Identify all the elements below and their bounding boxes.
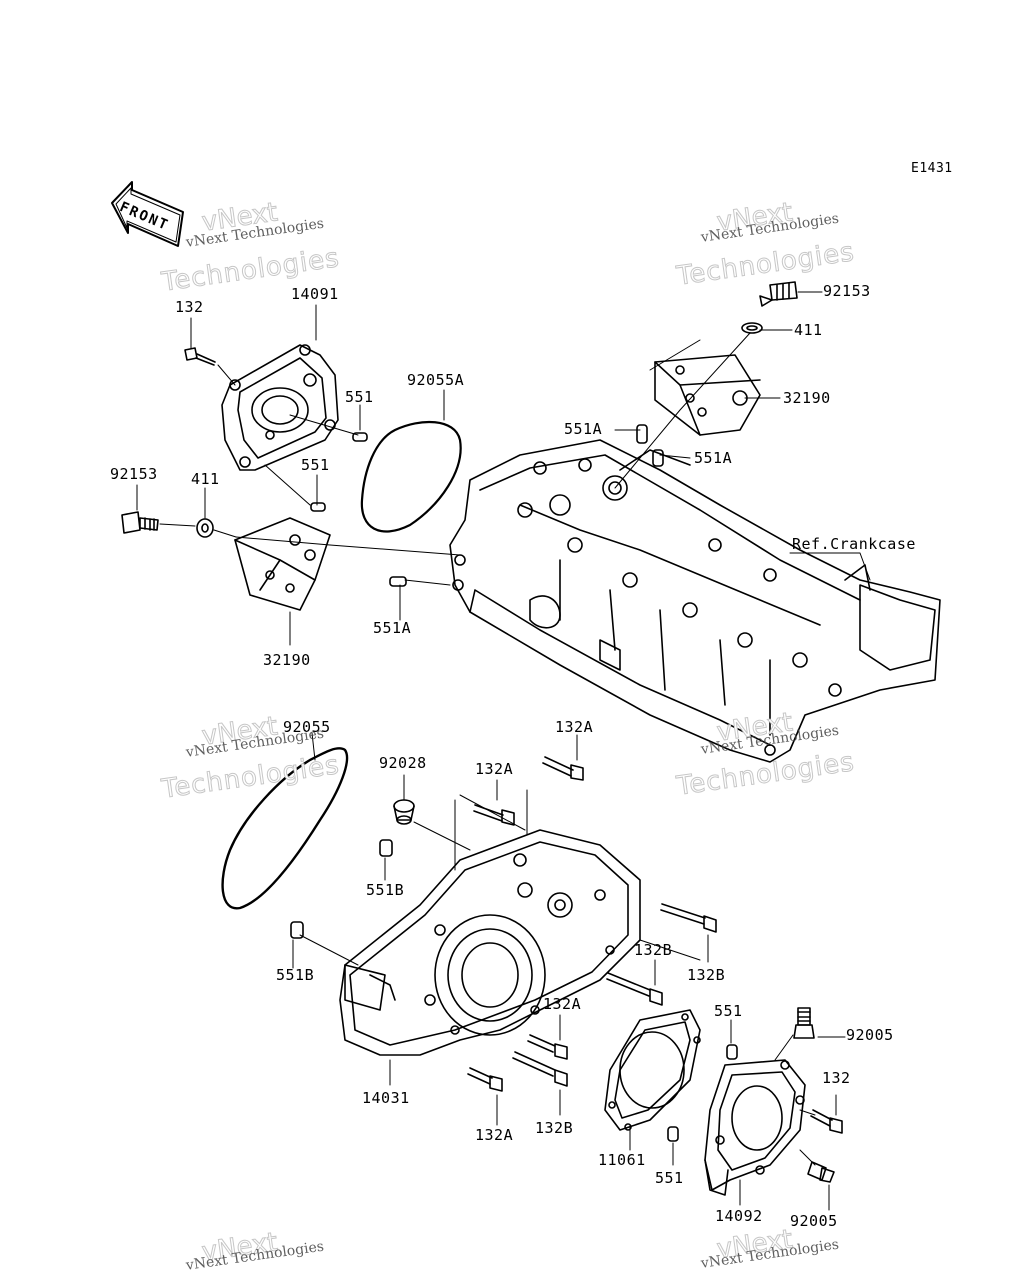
bolt-132b-3 <box>512 1051 568 1087</box>
part-label-132b-2: 132B <box>687 966 726 984</box>
crankcase-ref-part <box>449 439 941 763</box>
part-label-132a-3: 132A <box>543 995 582 1013</box>
part-label-92005-1: 92005 <box>846 1026 894 1044</box>
bolt-92153-left <box>121 511 159 534</box>
washer-411-top <box>741 322 763 334</box>
ref-crankcase-label: Ref.Crankcase <box>792 535 916 553</box>
part-label-551-2: 551 <box>301 456 330 474</box>
dowel-551a-3 <box>389 576 407 587</box>
cover-14092 <box>704 1059 806 1196</box>
bolt-132a-1 <box>542 756 584 781</box>
part-label-92028: 92028 <box>379 754 427 772</box>
part-label-551a-2: 551A <box>694 449 733 467</box>
oring-92055 <box>221 747 349 910</box>
bolt-132-top <box>184 347 216 366</box>
part-label-14031: 14031 <box>362 1089 410 1107</box>
dowel-551a-2 <box>652 449 664 467</box>
part-label-32190-top: 32190 <box>783 389 831 407</box>
bracket-32190-top <box>654 354 761 436</box>
front-arrow-icon <box>111 181 184 247</box>
collar-92028 <box>393 799 415 825</box>
part-label-132b-1: 132B <box>634 941 673 959</box>
part-label-92055a: 92055A <box>407 371 465 389</box>
dowel-551-3 <box>726 1044 738 1060</box>
cover-14031 <box>339 829 641 1056</box>
part-label-411-left: 411 <box>191 470 220 488</box>
part-label-14092: 14092 <box>715 1207 763 1225</box>
part-label-32190-left: 32190 <box>263 651 311 669</box>
cover-14091 <box>221 344 339 471</box>
dowel-551b-2 <box>290 921 304 939</box>
bracket-32190-left <box>234 517 331 611</box>
oring-92055a <box>360 420 462 533</box>
bolt-132a-4 <box>467 1067 503 1092</box>
part-label-11061: 11061 <box>598 1151 646 1169</box>
part-label-92153-left: 92153 <box>110 465 158 483</box>
part-label-132a-2: 132A <box>555 718 594 736</box>
part-label-132a-4: 132A <box>475 1126 514 1144</box>
bolt-132a-3 <box>527 1034 568 1060</box>
diagram-code: E1431 <box>911 161 953 176</box>
gasket-11061 <box>604 1009 701 1131</box>
part-label-14091: 14091 <box>291 285 339 303</box>
part-label-411-top: 411 <box>794 321 823 339</box>
part-label-132a-1: 132A <box>475 760 514 778</box>
part-label-132-top: 132 <box>175 298 204 316</box>
part-label-551-3: 551 <box>714 1002 743 1020</box>
washer-411-left <box>196 518 214 538</box>
part-label-92055: 92055 <box>283 718 331 736</box>
part-label-132b-3: 132B <box>535 1119 574 1137</box>
part-label-551a-1: 551A <box>564 420 603 438</box>
part-label-132-bottom: 132 <box>822 1069 851 1087</box>
bolt-132b-2 <box>606 972 663 1006</box>
bolt-132-bottom <box>810 1109 843 1134</box>
bolt-132a-2 <box>473 804 515 826</box>
part-label-551b-2: 551B <box>276 966 315 984</box>
dowel-551-2 <box>310 502 326 512</box>
fitting-92005-lower <box>807 1161 835 1183</box>
dowel-551-4 <box>667 1126 679 1142</box>
dowel-551-1 <box>352 432 368 442</box>
bolt-132b-1 <box>660 903 717 933</box>
part-label-551-1: 551 <box>345 388 374 406</box>
bolt-92153-top <box>759 281 798 307</box>
part-label-551b-1: 551B <box>366 881 405 899</box>
part-label-92153-top: 92153 <box>823 282 871 300</box>
dowel-551b-1 <box>379 839 393 857</box>
dowel-551a-1 <box>636 424 648 444</box>
fitting-92005-upper <box>793 1007 815 1039</box>
part-label-551-4: 551 <box>655 1169 684 1187</box>
part-label-551a-3: 551A <box>373 619 412 637</box>
part-label-92005-2: 92005 <box>790 1212 838 1230</box>
